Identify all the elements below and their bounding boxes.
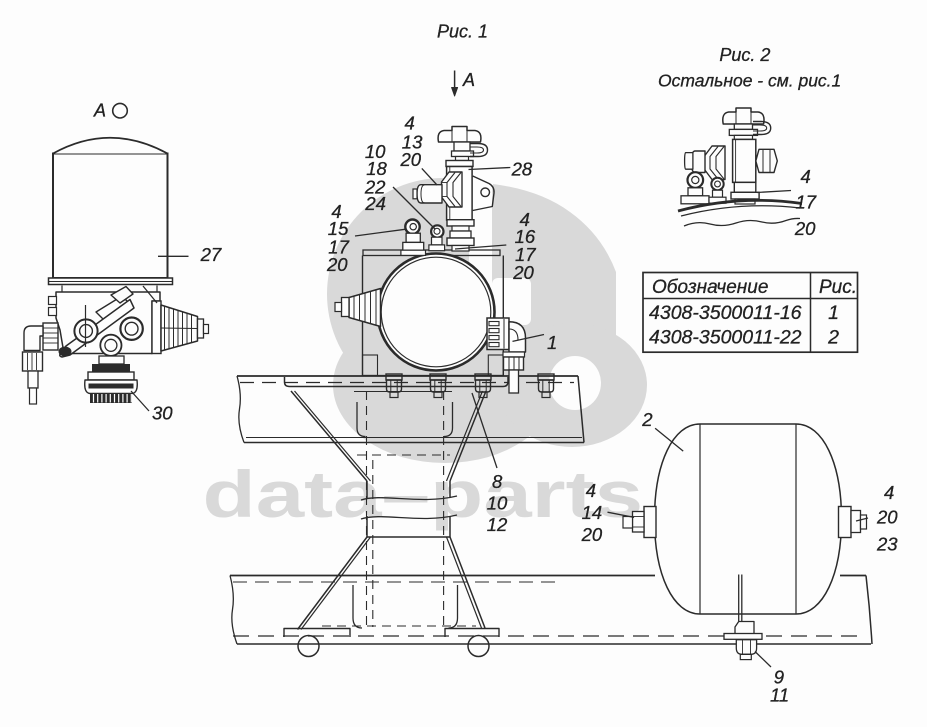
svg-text:16: 16	[515, 226, 536, 247]
svg-text:23: 23	[876, 533, 898, 554]
svg-text:data–parts: data–parts	[203, 458, 644, 531]
svg-text:Рис.: Рис.	[819, 277, 857, 298]
svg-text:4: 4	[586, 480, 596, 501]
svg-text:4: 4	[884, 482, 894, 503]
svg-text:4: 4	[331, 201, 341, 222]
svg-text:Остальное - см. рис.1: Остальное - см. рис.1	[658, 71, 841, 91]
svg-text:12: 12	[487, 514, 508, 535]
svg-text:27: 27	[200, 244, 222, 265]
svg-text:20: 20	[581, 524, 603, 545]
svg-text:4308-3500011-22: 4308-3500011-22	[649, 327, 802, 349]
svg-text:30: 30	[152, 403, 173, 424]
svg-text:Обозначение: Обозначение	[652, 277, 768, 298]
svg-text:11: 11	[770, 685, 789, 706]
svg-text:2: 2	[827, 327, 839, 349]
svg-text:9: 9	[774, 666, 784, 687]
svg-text:1: 1	[828, 302, 839, 324]
svg-text:28: 28	[511, 158, 533, 179]
svg-text:10: 10	[487, 493, 508, 514]
svg-text:8: 8	[492, 471, 503, 492]
svg-text:Рис. 1: Рис. 1	[437, 21, 488, 41]
svg-text:22: 22	[364, 176, 386, 197]
svg-text:20: 20	[326, 254, 348, 275]
svg-text:15: 15	[328, 218, 349, 239]
svg-text:2: 2	[641, 409, 653, 430]
svg-text:4308-3500011-16: 4308-3500011-16	[649, 302, 802, 324]
svg-text:18: 18	[366, 158, 387, 179]
svg-text:20: 20	[876, 507, 898, 528]
svg-text:17: 17	[328, 236, 349, 257]
svg-text:20: 20	[512, 262, 534, 283]
svg-text:20: 20	[400, 149, 422, 170]
svg-text:13: 13	[402, 132, 423, 153]
svg-text:10: 10	[365, 141, 386, 162]
svg-text:14: 14	[582, 502, 603, 523]
svg-text:17: 17	[515, 244, 536, 265]
svg-text:4: 4	[520, 209, 530, 230]
svg-text:A: A	[462, 70, 475, 90]
svg-text:A: A	[93, 101, 106, 121]
svg-text:17: 17	[796, 192, 817, 213]
svg-text:24: 24	[364, 193, 386, 214]
svg-text:Рис. 2: Рис. 2	[719, 45, 770, 65]
svg-text:1: 1	[547, 332, 557, 353]
svg-text:4: 4	[405, 113, 415, 134]
svg-text:20: 20	[794, 218, 816, 239]
svg-text:4: 4	[801, 166, 811, 187]
